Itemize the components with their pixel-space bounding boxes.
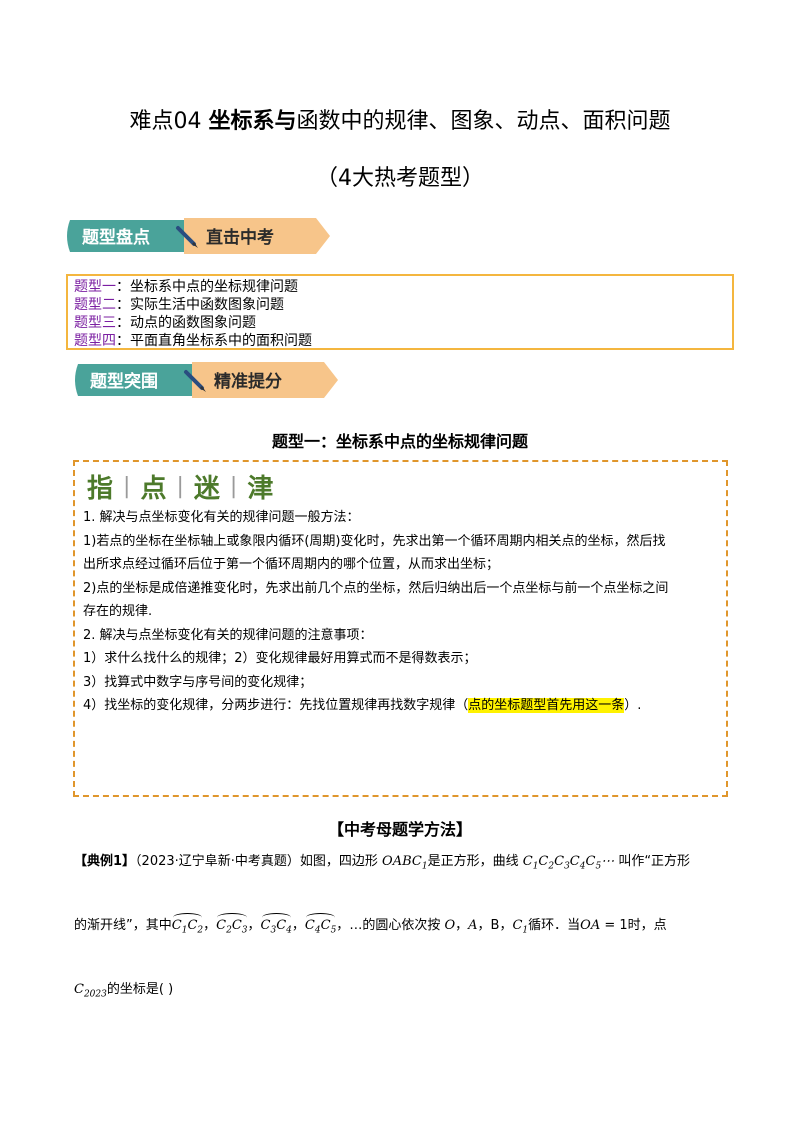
math-arc: C4C5 [304,913,337,936]
tips-heading: 指| 点| 迷| 津 [87,474,276,504]
banner-right-text: 精准提分 [214,371,282,392]
tips-line: 存在的规律. [83,604,153,619]
example-line-3: C2023的坐标是( ) [74,982,174,1000]
math-arc: C1C2 [171,913,204,936]
tips-line: 4）找坐标的变化规律，分两步进行：先找位置规律再找数字规律（点的坐标题型首先用这… [83,698,642,713]
tips-box: 指| 点| 迷| 津 1. 解决与点坐标变化有关的规律问题一般方法： 1)若点的… [73,460,728,797]
tips-body: 1. 解决与点坐标变化有关的规律问题一般方法： 1)若点的坐标在坐标轴上或象限内… [83,506,721,718]
toc-item: 题型一：坐标系中点的坐标规律问题 [74,279,298,295]
math-arc: C3C4 [260,913,292,936]
math-arc: C2C3 [216,913,248,936]
banner-left-text: 题型突围 [90,371,158,392]
math-c2023: C2023 [74,982,107,1000]
toc-item: 题型四：平面直角坐标系中的面积问题 [74,333,312,349]
question-type-list: 题型一：坐标系中点的坐标规律问题 题型二：实际生活中函数图象问题 题型三：动点的… [66,274,734,350]
banner-shape: 题型盘点 直击中考 [67,218,330,254]
math-centers: O [444,918,456,933]
tips-line: 2. 解决与点坐标变化有关的规律问题的注意事项： [83,627,373,643]
example-line-2: 的渐开线”，其中C1C2，C2C3，C3C4，C4C5，…的圆心依次按 O，A，… [74,913,667,936]
banner-shape: 题型突围 精准提分 [75,362,338,398]
method-title: 【中考母题学方法】 [327,820,472,839]
banner-left-text: 题型盘点 [82,227,150,248]
document-subtitle: （4大热考题型） [316,166,484,191]
tips-line: 1. 解决与点坐标变化有关的规律问题一般方法： [83,510,360,525]
tips-line: 出所求点经过循环后位于第一个循环周期内的哪个位置，从而求出坐标； [83,557,500,572]
tips-line: 1）求什么找什么的规律；2）变化规律最好用算式而不是得数表示； [83,651,477,666]
tips-line: 3）找算式中数字与序号间的变化规律； [83,674,313,690]
toc-item: 题型二：实际生活中函数图象问题 [74,297,284,313]
toc-item: 题型三：动点的函数图象问题 [74,315,256,331]
math-curve: C1C2C3C4C5⋯ [522,854,615,872]
tips-line: 1)若点的坐标在坐标轴上或象限内循环(周期)变化时，先求出第一个循环周期内相关点… [83,533,666,549]
banner-right-text: 直击中考 [206,227,274,248]
tips-line: 2)点的坐标是成倍递推变化时，先求出前几个点的坐标，然后归纳出后一个点坐标与前一… [83,580,669,596]
highlighted-text: 点的坐标题型首先用这一条 [468,698,625,713]
banner-question-overview: 题型盘点 直击中考 [66,214,336,258]
math-oa: OA [580,918,601,933]
math-c1: C1 [512,918,529,936]
document-title: 难点04 坐标系与函数中的规律、图象、动点、面积问题 [129,109,671,134]
banner-breakthrough: 题型突围 精准提分 [74,358,344,402]
example-line-1: 【典例1】（2023·辽宁阜新·中考真题）如图，四边形 OABC1是正方形，曲线… [74,854,691,872]
section-title: 题型一：坐标系中点的坐标规律问题 [271,432,528,451]
math-oabc1: OABC1 [382,854,428,872]
